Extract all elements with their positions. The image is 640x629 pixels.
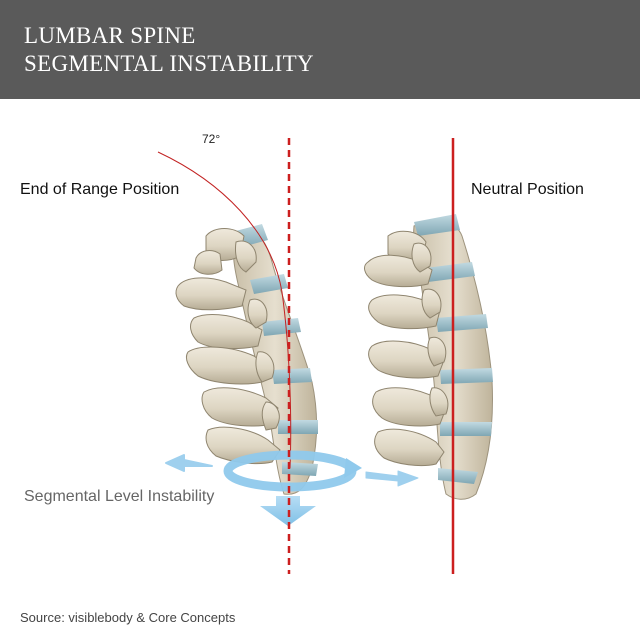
right-shift-arrow	[365, 470, 419, 487]
segmental-instability-label: Segmental Level Instability	[24, 488, 215, 505]
header-banner: LUMBAR SPINE SEGMENTAL INSTABILITY	[0, 0, 640, 99]
flexed-spine	[157, 151, 318, 495]
neutral-position-label: Neutral Position	[471, 181, 584, 198]
title-line-1: LUMBAR SPINE	[24, 23, 196, 48]
source-credit: Source: visiblebody & Core Concepts	[20, 610, 236, 625]
flexed-processes	[175, 228, 281, 465]
rotation-arrowhead	[344, 458, 362, 478]
spine-diagram	[157, 138, 493, 574]
flexion-angle-label: 72°	[202, 132, 221, 146]
left-shift-arrow	[165, 454, 213, 472]
page-title: LUMBAR SPINE SEGMENTAL INSTABILITY	[24, 22, 314, 78]
neutral-processes	[364, 230, 449, 467]
flexion-arc	[157, 151, 292, 469]
title-line-2: SEGMENTAL INSTABILITY	[24, 51, 314, 76]
end-of-range-label: End of Range Position	[20, 181, 180, 198]
neutral-spine	[364, 214, 493, 500]
